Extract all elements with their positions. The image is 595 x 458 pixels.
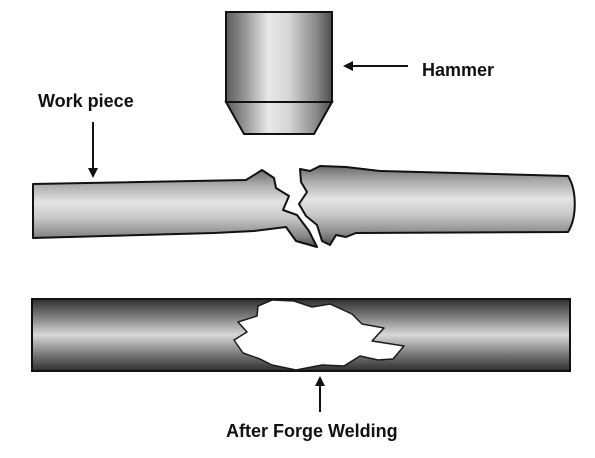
work-piece-right-half — [298, 165, 576, 246]
work-piece-label: Work piece — [38, 91, 134, 111]
work-piece — [32, 165, 576, 248]
after-forge-welding-label: After Forge Welding — [226, 421, 398, 441]
hammer-label: Hammer — [422, 60, 494, 80]
work-piece-left-half — [32, 169, 318, 248]
hammer-tip — [224, 101, 334, 135]
weld-zone — [233, 299, 405, 371]
welded-bar — [31, 298, 571, 372]
hammer-body — [225, 11, 333, 103]
hammer — [224, 11, 334, 135]
